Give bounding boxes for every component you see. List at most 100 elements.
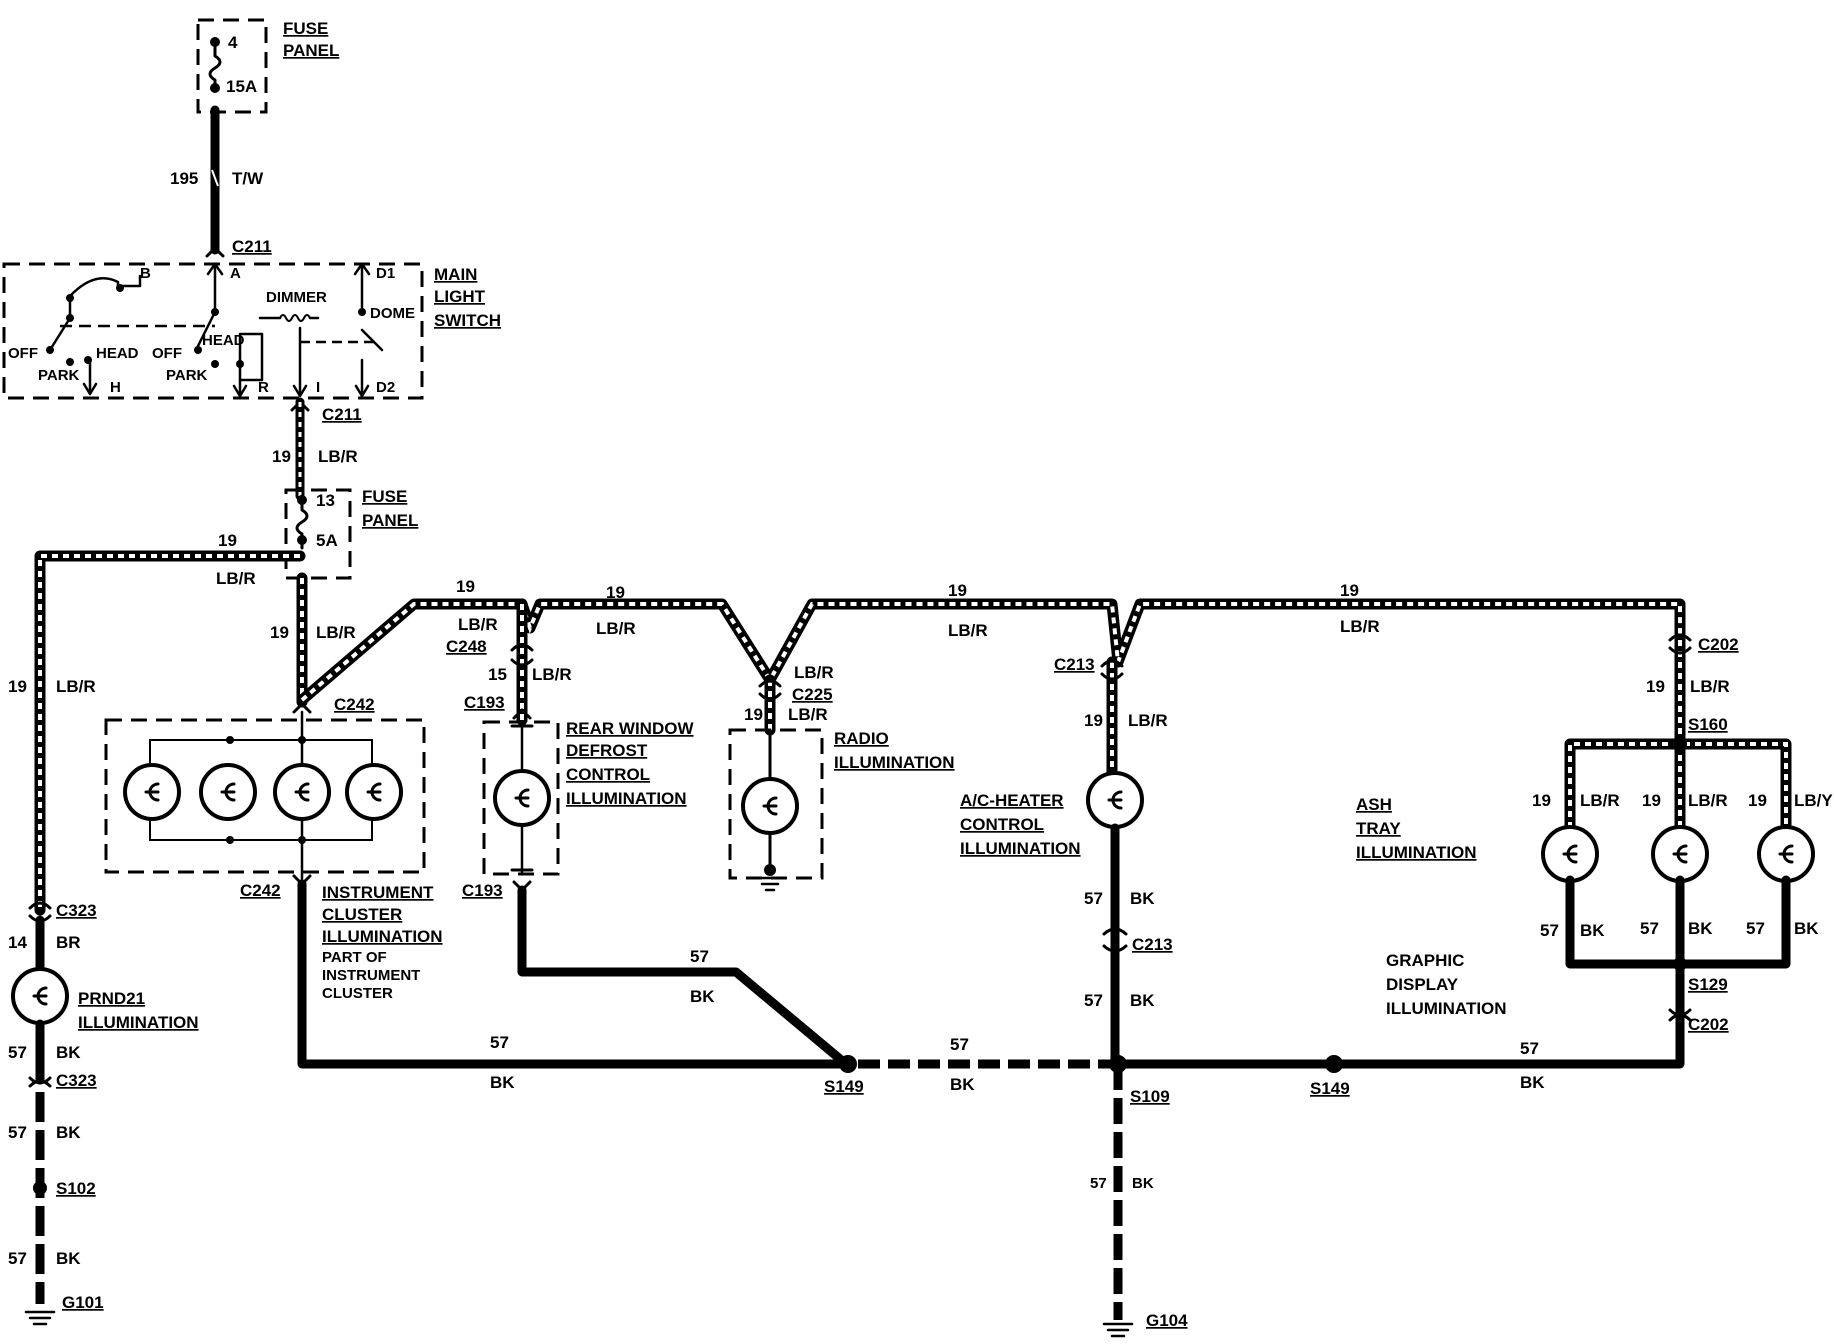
wire-lbr-a: LB/R [318, 447, 358, 466]
wire-19-a: 19 [272, 447, 291, 466]
wire-bk-ac-b: BK [1130, 991, 1155, 1010]
ash-tray-line2: TRAY [1356, 819, 1401, 838]
wire-15: 15 [488, 665, 507, 684]
fuse-panel-mid-title-2: PANEL [362, 511, 418, 530]
wire-bk-def: BK [690, 987, 715, 1006]
main-switch-title-2: LIGHT [434, 287, 486, 306]
wire-bk-p3: BK [56, 1249, 81, 1268]
wire-bk-rb2: BK [1688, 919, 1713, 938]
s102-label: S102 [56, 1179, 96, 1198]
wire-57-mid: 57 [950, 1035, 969, 1054]
wire-br: BR [56, 933, 81, 952]
c193-bottom-label: C193 [462, 881, 503, 900]
cluster-bulb-2 [199, 763, 257, 821]
rear-defrost-line2: DEFROST [566, 741, 648, 760]
wire-lbr-radio-a: LB/R [794, 663, 834, 682]
wire-57-rb2: 57 [1640, 919, 1659, 938]
wire-bk-mid: BK [950, 1075, 975, 1094]
graphic-display-line1: GRAPHIC [1386, 951, 1464, 970]
fuse-13-rating: 5A [316, 531, 338, 550]
wire-19-f: 19 [606, 583, 625, 602]
radio-illumination: LB/R C225 19 LB/R RADIO ILLUMINATION [728, 663, 955, 892]
wire-lbr-b: LB/R [216, 569, 256, 588]
c323-bottom-label: C323 [56, 1071, 97, 1090]
switch-off-1: OFF [8, 345, 38, 362]
instrument-cluster-line3: ILLUMINATION [322, 927, 443, 946]
c225-label: C225 [792, 685, 833, 704]
term-h: H [110, 379, 121, 396]
switch-park-1: PARK [38, 367, 80, 384]
right-bulb-bank: C202 19 LB/R S160 19 LB/R 19 LB/R 19 LB/… [1356, 633, 1833, 1034]
wire-19-ash: 19 [1532, 791, 1551, 810]
wire-bk-rb1: BK [1580, 921, 1605, 940]
wire-lbr-radio-b: LB/R [788, 705, 828, 724]
fuse-4-number: 4 [228, 33, 238, 52]
wire-lbr-ash: LB/R [1580, 791, 1620, 810]
wire-lby-third: LB/Y [1794, 791, 1833, 810]
wire-19-g: 19 [948, 581, 967, 600]
wire-lbr-15: LB/R [532, 665, 572, 684]
feed-wire-color: T/W [232, 169, 264, 188]
fuse-panel-top: 4 15A FUSE PANEL [196, 18, 339, 114]
s109-label: S109 [1130, 1087, 1170, 1106]
radio-line1: RADIO [834, 729, 889, 748]
fuse-13-number: 13 [316, 491, 335, 510]
c323-top-label: C323 [56, 901, 97, 920]
rear-defrost-line4: ILLUMINATION [566, 789, 687, 808]
wire-57-p3: 57 [8, 1249, 27, 1268]
cluster-bulb-3 [273, 763, 331, 821]
rear-defrost-line1: REAR WINDOW [566, 719, 694, 738]
wire-lbr-g: LB/R [948, 621, 988, 640]
instrument-cluster-line1: INSTRUMENT [322, 883, 434, 902]
wire-19-d: 19 [270, 623, 289, 642]
wire-bk-p1: BK [56, 1043, 81, 1062]
wire-lbr-e: LB/R [458, 615, 498, 634]
c202-bottom-label: C202 [1688, 1015, 1729, 1034]
wire-19-h: 19 [1340, 581, 1359, 600]
term-d2: D2 [376, 379, 395, 396]
switch-off-2: OFF [152, 345, 182, 362]
ac-heater-illumination: C213 19 LB/R A/C-HEATER CONTROL ILLUMINA… [960, 655, 1168, 858]
wire-19-third: 19 [1748, 791, 1767, 810]
ac-heater-line2: CONTROL [960, 815, 1044, 834]
feed-wire-circuit: 195 [170, 169, 198, 188]
fuse-panel-top-title-1: FUSE [283, 19, 328, 38]
wire-bk-clu: BK [490, 1073, 515, 1092]
switch-park-2: PARK [166, 367, 208, 384]
switch-output-wire: C211 19 LB/R [272, 397, 362, 501]
lbr-bus: 19 LB/R 19 LB/R 19 LB/R 19 19 LB/R 19 LB… [8, 531, 1792, 916]
switch-head-1: HEAD [96, 345, 139, 362]
s129-label: S129 [1688, 975, 1728, 994]
instrument-cluster-note3: CLUSTER [322, 985, 393, 1002]
wire-19-rb: 19 [1646, 677, 1665, 696]
ac-heater-line3: ILLUMINATION [960, 839, 1081, 858]
wire-bk-g104: BK [1132, 1175, 1154, 1192]
radio-line2: ILLUMINATION [834, 753, 955, 772]
term-i: I [316, 379, 320, 396]
c242-bottom-label: C242 [240, 881, 281, 900]
wire-lbr-h: LB/R [1340, 617, 1380, 636]
c202-top-label: C202 [1698, 635, 1739, 654]
g104-label: G104 [1146, 1311, 1188, 1330]
wire-57-rb1: 57 [1540, 921, 1559, 940]
instrument-cluster-line2: CLUSTER [322, 905, 402, 924]
dome-label: DOME [370, 305, 415, 322]
s149-left-label: S149 [824, 1077, 864, 1096]
wire-19-radio: 19 [744, 705, 763, 724]
graphic-display-line3: ILLUMINATION [1386, 999, 1507, 1018]
wire-57-g104: 57 [1090, 1175, 1107, 1192]
term-r: R [258, 379, 269, 396]
wire-57-right: 57 [1520, 1039, 1539, 1058]
wire-14: 14 [8, 933, 27, 952]
term-d1: D1 [376, 265, 395, 282]
wire-19-ac: 19 [1084, 711, 1103, 730]
rear-defrost-line3: CONTROL [566, 765, 650, 784]
g101-label: G101 [62, 1293, 104, 1312]
graphic-display-line2: DISPLAY [1386, 975, 1459, 994]
fuse-panel-mid: 13 5A FUSE PANEL [284, 487, 418, 580]
term-b: B [140, 265, 151, 282]
c211-bottom-label: C211 [322, 405, 362, 424]
wire-19-e: 19 [456, 577, 475, 596]
s149-right-label: S149 [1310, 1079, 1350, 1098]
